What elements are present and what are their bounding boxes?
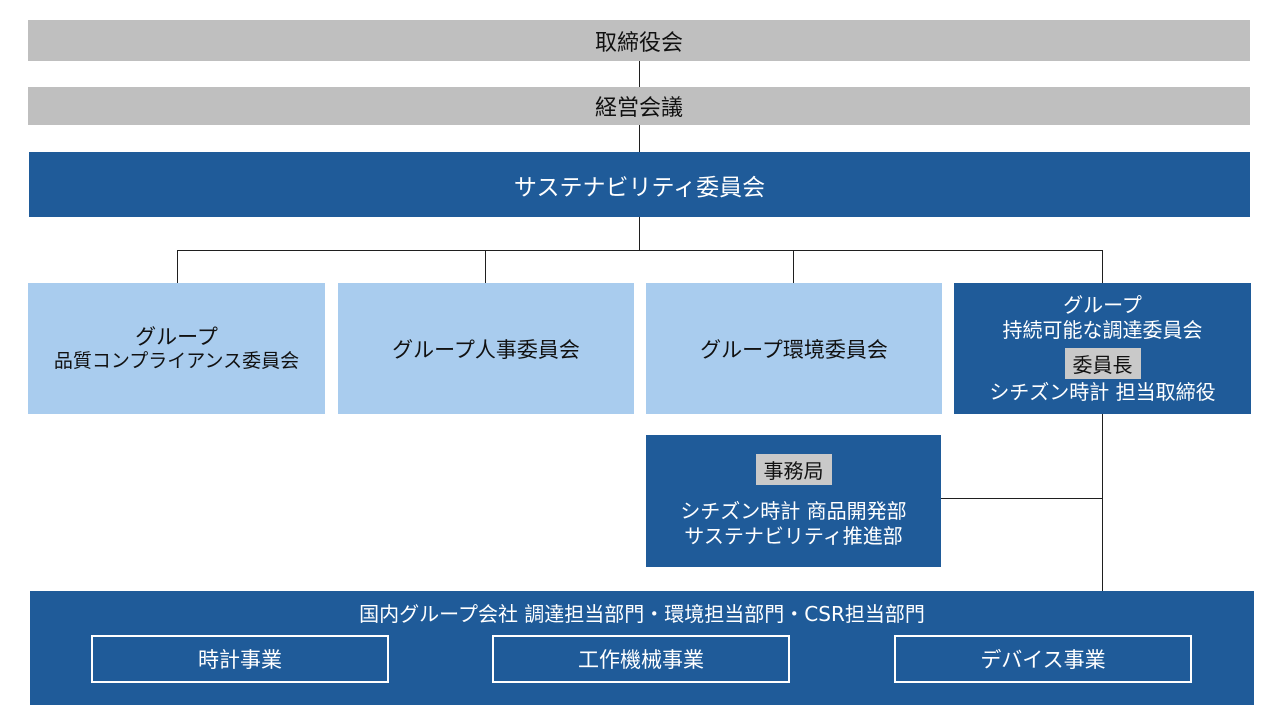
chair-tag: 委員長 (1064, 347, 1141, 379)
hr-committee-label: グループ人事委員会 (392, 337, 580, 362)
procurement-line2: 持続可能な調達委員会 (1002, 317, 1203, 342)
management-meeting: 経営会議 (28, 87, 1250, 125)
management-meeting-label: 経営会議 (594, 96, 683, 121)
business-devices: デバイス事業 (894, 635, 1192, 683)
connector-committee-trunk (639, 217, 640, 251)
business-watch: 時計事業 (91, 635, 389, 683)
sustainability-committee: サステナビリティ委員会 (29, 152, 1250, 217)
secretariat: 事務局 シチズン時計 商品開発部 サステナビリティ推進部 (646, 435, 941, 567)
board-of-directors: 取締役会 (28, 20, 1250, 61)
connector-board-management (639, 61, 640, 87)
environment-committee: グループ環境委員会 (646, 283, 942, 414)
environment-committee-label: グループ環境委員会 (700, 337, 888, 362)
connector-drop-procurement (1102, 250, 1103, 283)
procurement-line1: グループ (1063, 292, 1142, 317)
hr-committee: グループ人事委員会 (338, 283, 634, 414)
secretariat-tag: 事務局 (755, 453, 832, 485)
connector-drop-environment (793, 250, 794, 283)
connector-procurement-down (1102, 414, 1103, 592)
secretariat-line1: シチズン時計 商品開発部 (680, 498, 907, 523)
business-devices-label: デバイス事業 (980, 648, 1106, 672)
business-machine-tools-label: 工作機械事業 (578, 648, 704, 672)
connector-management-committee (639, 125, 640, 153)
quality-line2: 品質コンプライアンス委員会 (53, 349, 300, 372)
business-machine-tools: 工作機械事業 (492, 635, 790, 683)
board-label: 取締役会 (594, 30, 683, 56)
business-watch-label: 時計事業 (198, 648, 282, 672)
connector-drop-quality (177, 250, 178, 283)
domestic-title: 国内グループ会社 調達担当部門・環境担当部門・CSR担当部門 (359, 602, 925, 626)
sustainable-procurement-committee: グループ 持続可能な調達委員会 委員長 シチズン時計 担当取締役 (954, 283, 1251, 414)
connector-horizontal-bar (177, 250, 1103, 251)
connector-drop-hr (485, 250, 486, 283)
sustainability-committee-label: サステナビリティ委員会 (513, 174, 766, 201)
domestic-group-companies: 国内グループ会社 調達担当部門・環境担当部門・CSR担当部門 (30, 591, 1254, 705)
secretariat-line2: サステナビリティ推進部 (684, 523, 903, 548)
quality-compliance-committee: グループ 品質コンプライアンス委員会 (28, 283, 325, 414)
procurement-chair: シチズン時計 担当取締役 (989, 379, 1216, 404)
connector-secretariat (940, 498, 1102, 499)
quality-line1: グループ (135, 324, 218, 349)
